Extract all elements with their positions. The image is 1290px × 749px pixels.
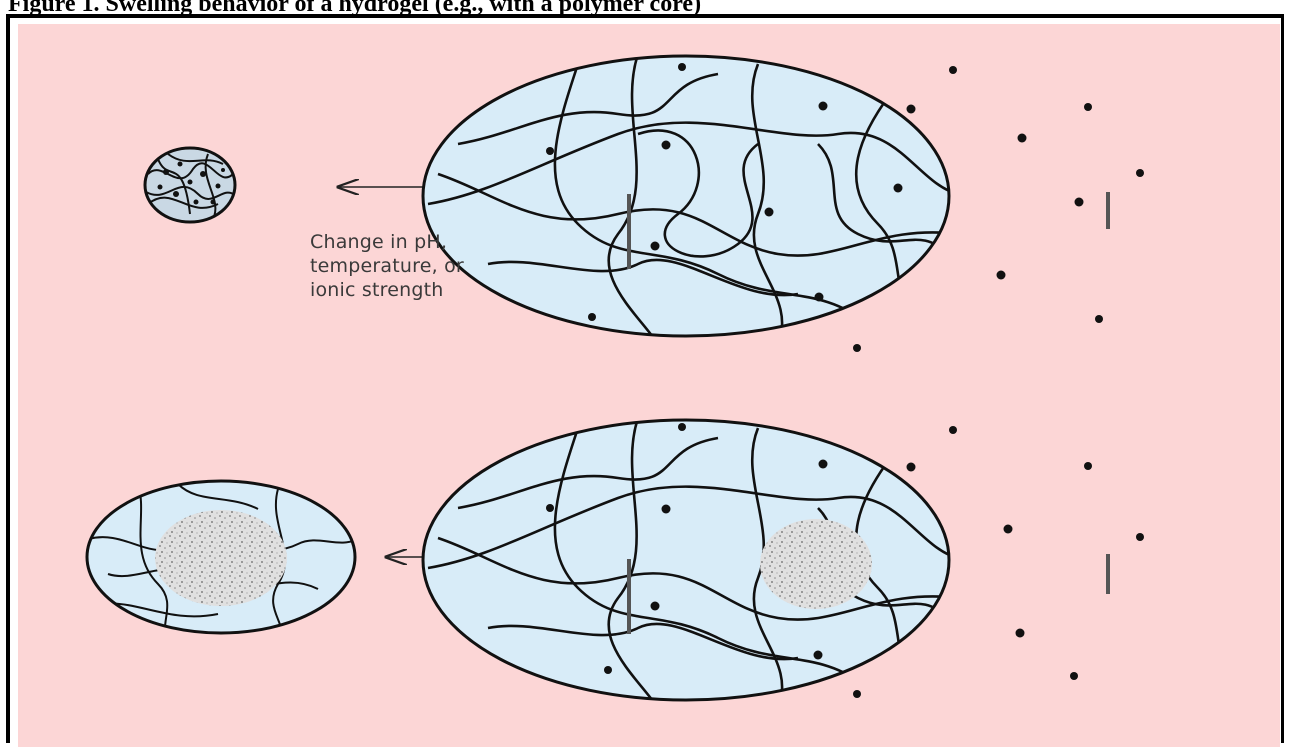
figure-canvas: Change in pH, temperature, or ionic stre… <box>18 24 1280 747</box>
swelling-diagram <box>18 24 1280 747</box>
collapsed-gel-top <box>145 148 236 222</box>
condition-label-line-3: ionic strength <box>310 278 570 302</box>
condition-label: Change in pH, temperature, or ionic stre… <box>310 230 570 302</box>
condition-label-line-1: Change in pH, <box>310 230 570 254</box>
condition-label-line-2: temperature, or <box>310 254 570 278</box>
